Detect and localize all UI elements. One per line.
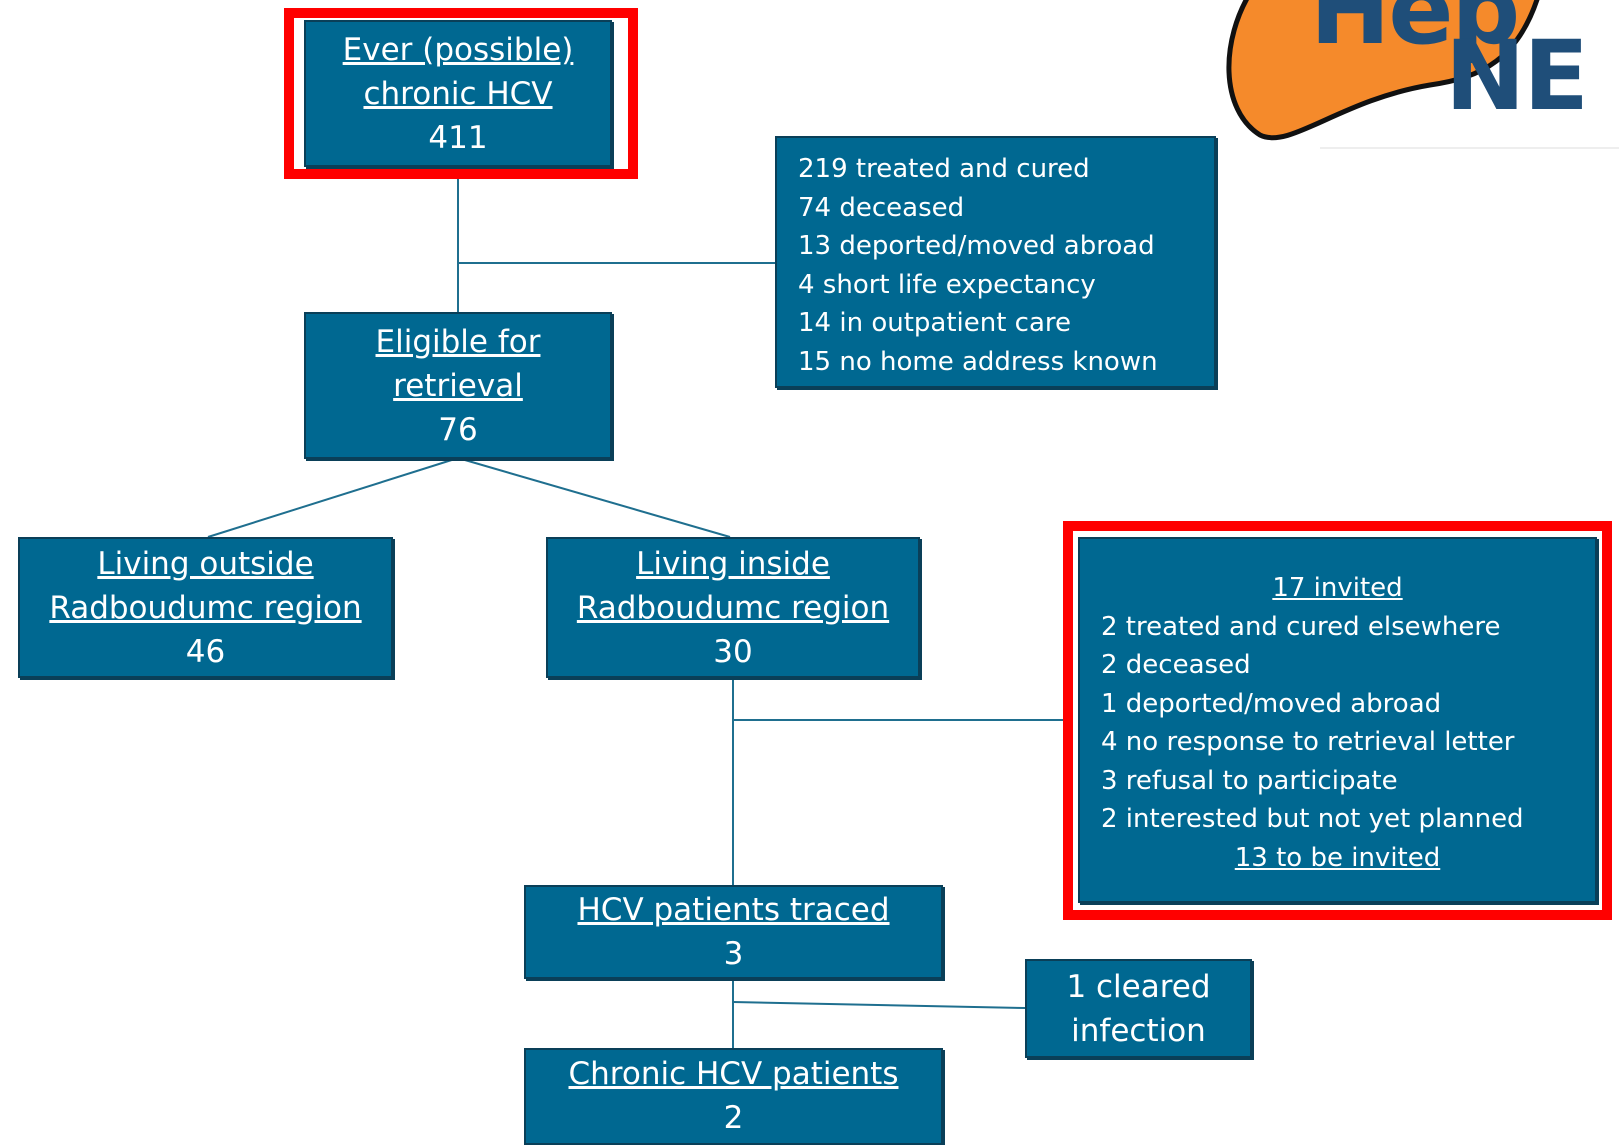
exclusion-item: 13 deported/moved abroad <box>798 231 1155 261</box>
inside-exclusion-item: 2 treated and cured elsewhere <box>1101 611 1501 642</box>
eligible-line2: retrieval <box>393 367 523 404</box>
inside-count: 30 <box>713 633 753 670</box>
inside-exclusion-item: 3 refusal to participate <box>1101 765 1398 796</box>
box-living-outside: Living outside Radboudumc region 46 <box>18 537 393 678</box>
outside-count: 46 <box>185 633 226 670</box>
eligible-line1: Eligible for <box>375 323 541 360</box>
box-ever-chronic-hcv: Ever (possible) chronic HCV 411 <box>304 20 612 167</box>
exclusion-item: 219 treated and cured <box>798 154 1090 184</box>
ever-hcv-count: 411 <box>428 119 488 156</box>
outside-line2: Radboudumc region <box>49 589 362 626</box>
box-exclusions-top: 219 treated and cured 74 deceased 13 dep… <box>775 136 1216 388</box>
inside-exclusion-item: 2 interested but not yet planned <box>1101 804 1524 834</box>
exclusion-item: 15 no home address known <box>798 346 1158 377</box>
traced-line1: HCV patients traced <box>577 892 890 928</box>
chronic-count: 2 <box>723 1100 744 1136</box>
inside-exclusion-item: 2 deceased <box>1101 650 1251 680</box>
highlight-frame-top <box>284 8 638 179</box>
box-cleared-infection: 1 cleared infection <box>1025 959 1252 1058</box>
inside-line1: Living inside <box>636 545 830 582</box>
connector-eligible-to-inside <box>457 457 731 538</box>
box-chronic-hcv: Chronic HCV patients 2 <box>524 1048 943 1145</box>
inside-exclusion-item: 1 deported/moved abroad <box>1101 688 1442 719</box>
highlight-frame-inside <box>1063 521 1612 920</box>
invited-header: 17 invited <box>1272 573 1403 603</box>
exclusion-item: 74 deceased <box>798 192 965 223</box>
ever-hcv-line1: Ever (possible) <box>342 31 574 68</box>
connector-to-cleared <box>732 1001 1026 1009</box>
cleared-line1: 1 cleared <box>1066 968 1211 1005</box>
chronic-line1: Chronic HCV patients <box>568 1056 899 1092</box>
outside-line1: Living outside <box>97 545 314 582</box>
traced-count: 3 <box>723 936 744 972</box>
inside-exclusion-item: 4 no response to retrieval letter <box>1101 727 1515 757</box>
box-eligible-retrieval: Eligible for retrieval 76 <box>304 312 612 459</box>
eligible-count: 76 <box>438 411 478 448</box>
inside-line2: Radboudumc region <box>576 589 890 626</box>
connector-eligible-to-outside <box>207 457 459 538</box>
ever-hcv-line2: chronic HCV <box>363 75 553 112</box>
logo-text-top: Hep <box>1310 0 1520 66</box>
box-hcv-traced: HCV patients traced 3 <box>524 885 943 979</box>
logo-text-bottom: NE <box>1445 20 1589 132</box>
cleared-line2: infection <box>1071 1012 1206 1049</box>
to-be-invited-footer: 13 to be invited <box>1234 842 1441 873</box>
box-exclusions-inside: 17 invited 2 treated and cured elsewhere… <box>1078 537 1597 903</box>
exclusion-item: 14 in outpatient care <box>798 308 1072 338</box>
hepne-logo: Hep NE <box>1220 0 1619 160</box>
box-living-inside: Living inside Radboudumc region 30 <box>546 537 920 678</box>
liver-logo-icon <box>1226 0 1619 149</box>
exclusion-item: 4 short life expectancy <box>798 269 1096 300</box>
